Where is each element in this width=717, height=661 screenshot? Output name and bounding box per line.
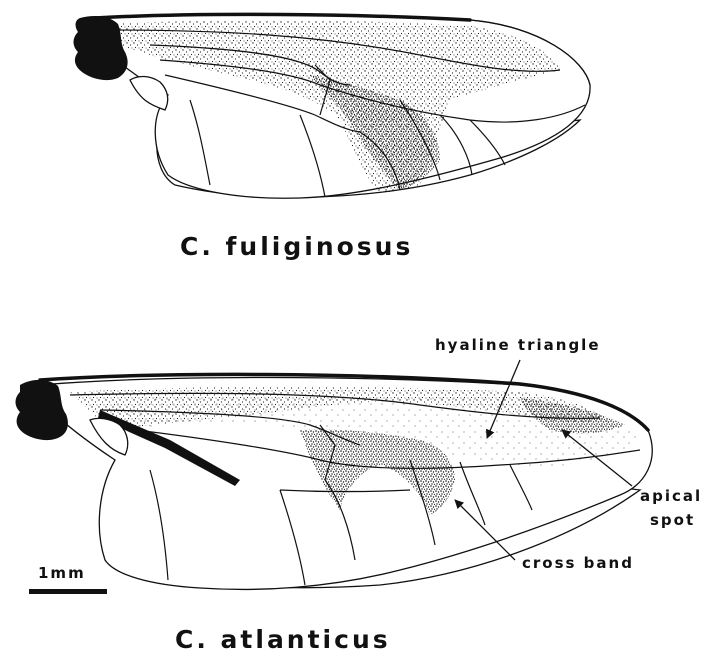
label-hyaline-triangle: hyaline triangle (435, 336, 601, 354)
scale-bar-label: 1mm (38, 564, 86, 582)
label-apical-spot-line2: spot (650, 511, 695, 529)
caption-atlanticus: C. atlanticus (175, 625, 391, 654)
scale-bar-line (29, 589, 107, 594)
wing-fuliginosus (74, 14, 591, 198)
scale-bar: 1mm (29, 564, 107, 594)
label-apical-spot-line1: apical (640, 487, 702, 505)
label-cross-band: cross band (522, 554, 634, 572)
caption-fuliginosus: C. fuliginosus (180, 232, 413, 261)
